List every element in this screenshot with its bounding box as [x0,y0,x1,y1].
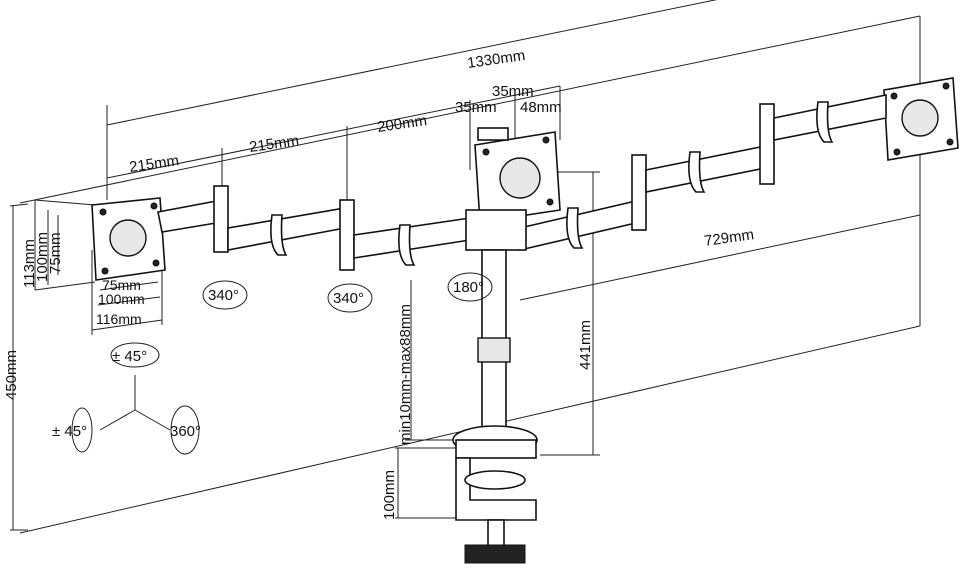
dim-center-offset-3: 48mm [520,99,562,116]
vesa-plate-left [91,197,166,281]
dimension-frame [9,0,921,534]
right-arm [519,94,887,252]
dim-arm-seg-3: 200mm [376,112,428,136]
dim-vesa-h-75: 75mm [47,232,64,274]
dim-center-offset-1: 35mm [455,99,497,116]
rotation-badge-left: 340° [202,280,248,310]
tilt-label: ± 45° [112,348,147,365]
dim-clamp-range: 100mm [381,470,398,520]
dim-arm-seg-1: 215mm [128,152,180,176]
rotation-label-340-left: 340° [208,287,239,304]
dim-total-width: 1330mm [466,47,526,72]
dim-vesa-w-116: 116mm [96,311,142,327]
rotation-badge-mid: 340° [327,283,373,313]
pole-and-clamp [452,209,538,564]
rotation-badge-center: 180° [447,272,493,302]
dim-center-offset-2: 35mm [492,83,534,100]
rotation-label-180: 180° [453,279,484,296]
swivel-label: ± 45° [52,423,87,440]
axis-rotation-diagram: ± 45° ± 45° 360° [52,342,201,455]
dim-arm-seg-2: 215mm [248,132,300,156]
dim-vesa-h-113: 113mm [21,239,38,288]
dim-overall-height: 450mm [3,350,20,400]
dim-right-reach: 729mm [703,226,755,250]
vesa-plate-center [474,127,561,223]
dim-vesa-w-75: 75mm [102,277,141,293]
dim-vesa-w-100: 100mm [98,291,145,307]
rotation-label-340-mid: 340° [333,290,364,307]
rotate-label: 360° [170,423,201,440]
dim-vesa-h-100: 100mm [34,232,51,282]
dim-pole-adjust: min10mm-max88mm [397,304,414,445]
vesa-plate-right [883,77,959,161]
left-arm [157,185,471,271]
dim-pole-height: 441mm [577,320,594,370]
dimension-labels: 1330mm 215mm 215mm 200mm 35mm 35mm 48mm … [3,47,755,520]
